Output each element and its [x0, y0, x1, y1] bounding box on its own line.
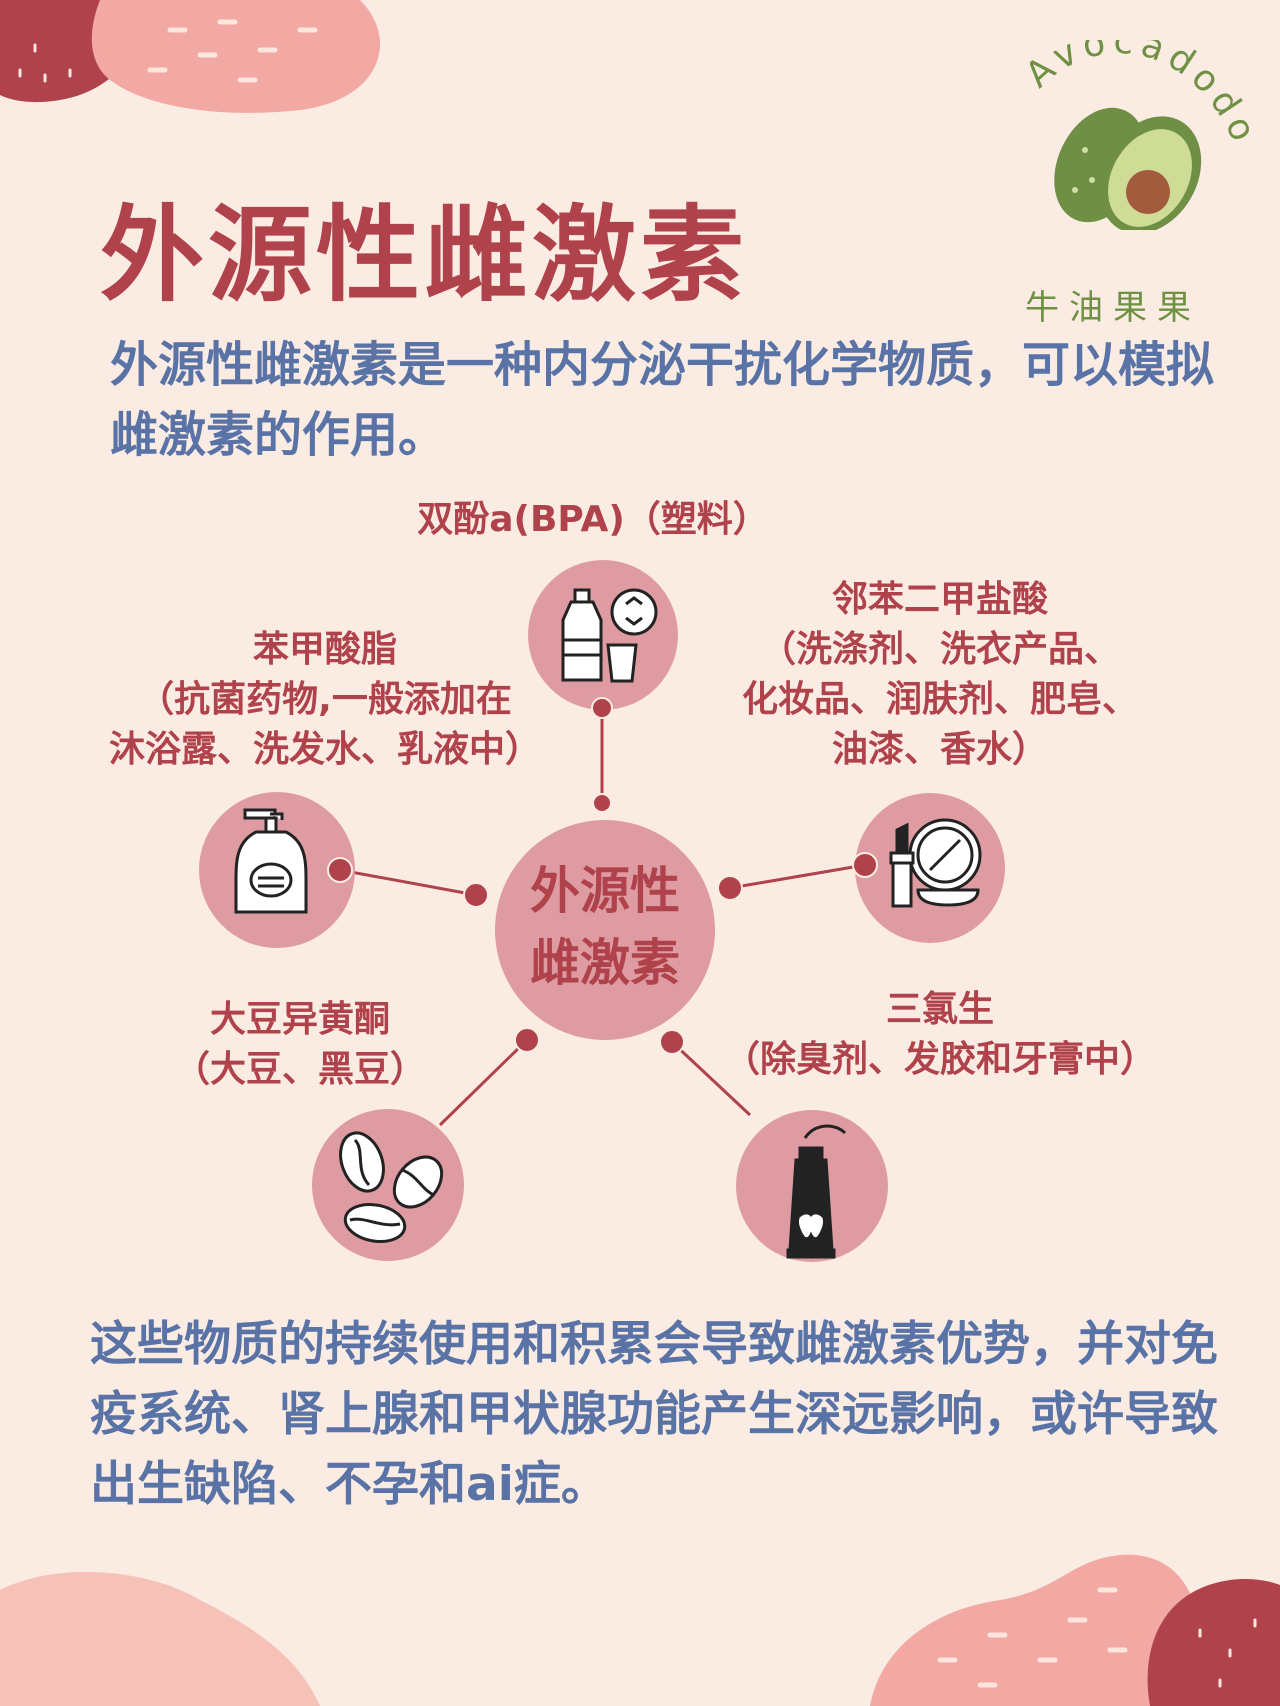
label-line: 大豆异黄酮 — [209, 999, 390, 1040]
label-line: 苯甲酸脂 — [252, 629, 397, 670]
center-label-line2: 雌激素 — [530, 934, 680, 992]
triclosan-label: 三氯生 （除臭剂、发胶和牙膏中） — [705, 985, 1175, 1085]
conclusion-text: 这些物质的持续使用和积累会导致雌激素优势，并对免疫系统、肾上腺和甲状腺功能产生深… — [90, 1317, 1218, 1512]
bottom-left-decoration — [0, 1571, 320, 1706]
lotion-pump-bottle-icon — [234, 808, 308, 914]
label-line: 双酚a(BPA)（塑料） — [417, 499, 769, 540]
label-line: 沐浴露、洗发水、乳液中） — [108, 729, 541, 770]
label-line: 邻苯二甲盐酸 — [831, 579, 1048, 620]
phthalate-label: 邻苯二甲盐酸 （洗涤剂、洗衣产品、 化妆品、润肤剂、肥皂、 油漆、香水） — [700, 575, 1180, 775]
label-line: 三氯生 — [885, 989, 994, 1030]
connector-lines — [339, 708, 866, 1127]
label-line: （大豆、黑豆） — [173, 1049, 426, 1090]
lipstick-compact-icon — [889, 818, 982, 908]
logo-chinese-text: 牛油果果 — [1025, 288, 1201, 328]
label-line: （除臭剂、发胶和牙膏中） — [723, 1039, 1156, 1080]
avocado-logo: Avocadodo — [1030, 40, 1260, 230]
isoflavone-label: 大豆异黄酮 （大豆、黑豆） — [150, 995, 450, 1095]
center-label-line1: 外源性 — [530, 862, 680, 920]
intro-text: 外源性雌激素是一种内分泌干扰化学物质，可以模拟雌激素的作用。 — [110, 337, 1215, 463]
label-line: 油漆、香水） — [831, 729, 1048, 770]
toothpaste-tube-icon — [786, 1124, 847, 1259]
paraben-label: 苯甲酸脂 （抗菌药物,一般添加在 沐浴露、洗发水、乳液中） — [80, 625, 570, 775]
plastic-bottle-recycle-icon — [561, 588, 658, 683]
bottom-right-decoration — [870, 1554, 1280, 1706]
page-title: 外源性雌激素 — [100, 194, 749, 316]
soybeans-icon — [339, 1131, 444, 1243]
label-line: （洗涤剂、洗衣产品、 — [759, 629, 1120, 670]
label-line: 化妆品、润肤剂、肥皂、 — [741, 679, 1138, 720]
bpa-label: 双酚a(BPA)（塑料） — [383, 495, 803, 545]
center-circle — [495, 820, 715, 1040]
top-left-decoration — [0, 0, 380, 113]
label-line: （抗菌药物,一般添加在 — [138, 679, 512, 720]
